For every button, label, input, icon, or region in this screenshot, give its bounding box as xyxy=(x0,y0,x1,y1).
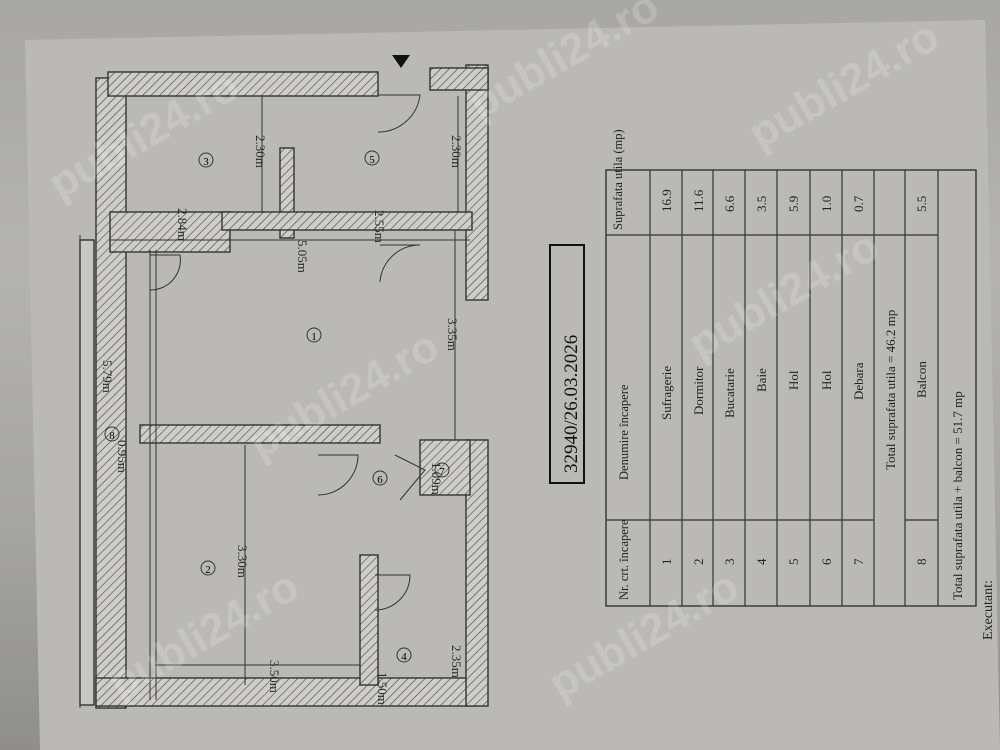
room-number-4: 4 xyxy=(396,647,412,663)
svg-text:5: 5 xyxy=(369,154,375,166)
room-number-5: 5 xyxy=(364,150,380,166)
row-7-nr: 7 xyxy=(851,558,866,565)
wall-interior-bedroom xyxy=(139,424,381,444)
row-6-area: 1.0 xyxy=(819,196,834,212)
wall-interior-storage xyxy=(419,439,471,496)
wall-right-b xyxy=(429,67,489,91)
row-2-name: Dormitor xyxy=(691,366,706,415)
room-number-3: 3 xyxy=(198,152,214,168)
dim-3-35: 3.35m xyxy=(445,318,460,351)
door-hall xyxy=(394,454,426,501)
row-3-name: Bucatarie xyxy=(722,368,737,418)
row-6-name: Hol xyxy=(819,370,834,390)
dim-2-55: 2.55m xyxy=(372,210,387,243)
room-number-2: 2 xyxy=(200,560,216,576)
row-2-nr: 2 xyxy=(691,559,706,566)
dim-5-05: 5.05m xyxy=(295,240,310,273)
dim-2-84: 2.84m xyxy=(175,208,190,241)
row-4-name: Baie xyxy=(754,368,769,392)
dim-3-30: 3.30m xyxy=(235,545,250,578)
dim-1-50: 1.50m xyxy=(375,672,390,705)
svg-text:4: 4 xyxy=(401,651,407,663)
row-6-nr: 6 xyxy=(819,558,834,565)
door-bedroom xyxy=(317,454,359,496)
dim-0-95: 0.95m xyxy=(115,440,130,473)
room-number-8: 8 xyxy=(104,426,120,442)
stamp-number: 32940/26.03.2026 xyxy=(561,335,582,473)
door-entrance xyxy=(377,94,421,133)
row-2-area: 11.6 xyxy=(691,189,706,212)
dim-5-79: 5.79m xyxy=(100,360,115,393)
balcony-area: 5.5 xyxy=(914,196,929,212)
header-nr: Nr. crt. încapere xyxy=(617,519,631,600)
stamp-box: 32940/26.03.2026 xyxy=(549,244,585,484)
door-balcony xyxy=(149,254,181,291)
row-4-area: 3.5 xyxy=(754,196,769,212)
paper-sheet xyxy=(25,20,1000,750)
header-area: Suprafata utila (mp) xyxy=(611,129,625,230)
row-5-nr: 5 xyxy=(786,559,801,566)
dim-2-30-a: 2.30m xyxy=(253,135,268,168)
wall-interior-hall xyxy=(221,211,473,231)
wall-bottom-left xyxy=(465,439,489,707)
row-7-name: Debara xyxy=(851,362,866,400)
svg-text:7: 7 xyxy=(439,466,445,478)
balcony-rail xyxy=(79,239,95,706)
wall-interior-kitchen xyxy=(109,211,231,253)
svg-text:1: 1 xyxy=(311,331,317,343)
wall-left xyxy=(95,677,477,707)
entrance-arrow-icon xyxy=(392,55,410,68)
row-1-nr: 1 xyxy=(659,559,674,566)
row-5-area: 5.9 xyxy=(786,196,801,212)
area-table: Nr. crt. încapere Denumire încapere Supr… xyxy=(605,129,977,607)
svg-text:6: 6 xyxy=(377,474,383,486)
room-number-7: 7 xyxy=(434,462,450,478)
row-4-nr: 4 xyxy=(754,558,769,565)
row-5-name: Hol xyxy=(786,370,801,390)
total-util: Total suprafata utila = 46.2 mp xyxy=(883,310,898,470)
room-number-1: 1 xyxy=(306,327,322,343)
svg-text:2: 2 xyxy=(205,564,211,576)
dim-2-30-b: 2.30m xyxy=(449,135,464,168)
dim-1-09: 1.09m xyxy=(429,462,444,495)
door-bath xyxy=(374,574,411,611)
row-7-area: 0.7 xyxy=(851,195,866,212)
wall-interior-bath xyxy=(359,554,379,686)
row-1-name: Sufragerie xyxy=(659,366,674,420)
header-name: Denumire încapere xyxy=(617,384,631,480)
row-3-nr: 3 xyxy=(722,559,737,566)
row-1-area: 16.9 xyxy=(659,189,674,212)
room-number-6: 6 xyxy=(372,470,388,486)
balcony-name: Balcon xyxy=(914,361,929,398)
wall-right-a xyxy=(107,71,379,97)
floor-plan: 5.79m 0.95m 3.30m 3.50m 1.50m 2.35m 1.09… xyxy=(79,55,489,709)
svg-text:8: 8 xyxy=(109,430,115,442)
wall-bottom-right xyxy=(465,64,489,301)
svg-text:3: 3 xyxy=(203,156,209,168)
door-living xyxy=(379,244,421,283)
balcony-nr: 8 xyxy=(914,559,929,566)
total-with-balcony: Total suprafata utila + balcon = 51.7 mp xyxy=(950,391,965,600)
dim-3-50: 3.50m xyxy=(267,660,282,693)
row-3-area: 6.6 xyxy=(722,195,737,212)
executant-label: Executant: xyxy=(981,580,996,640)
dim-2-35: 2.35m xyxy=(449,645,464,678)
